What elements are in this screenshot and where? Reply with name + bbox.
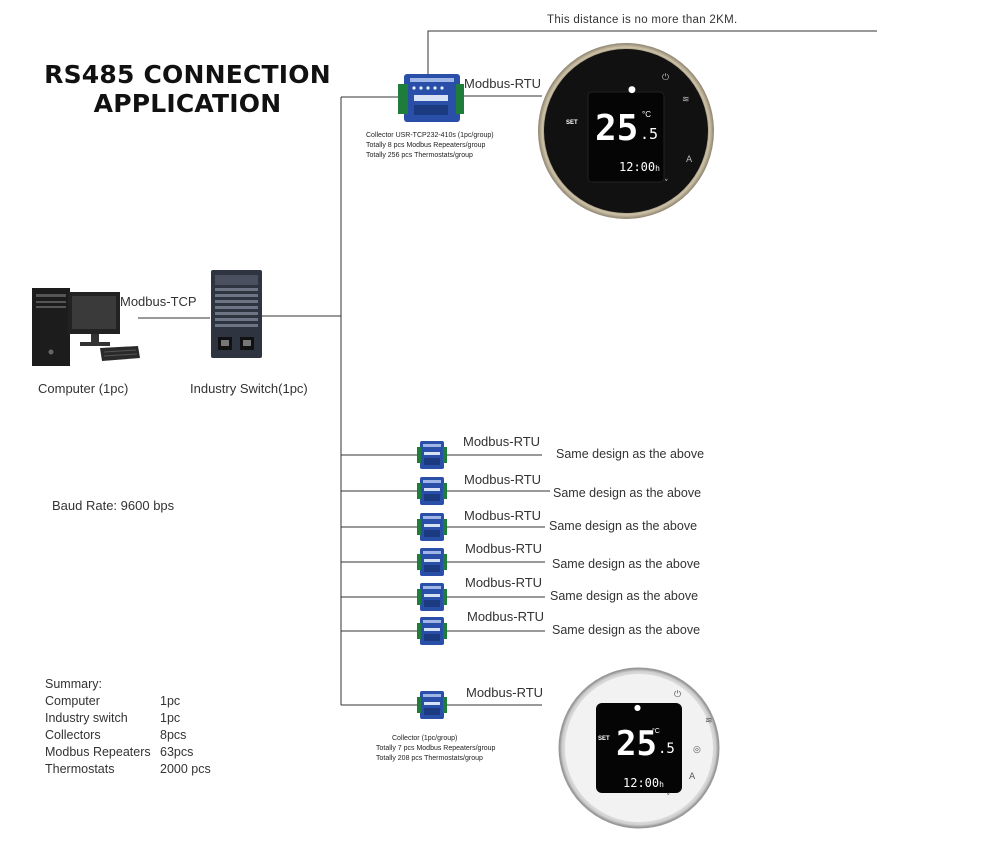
collector-bottom-caption-2: Totally 7 pcs Modbus Repeaters/group — [376, 745, 496, 752]
thermostat-bottom-time-value: 12:00 — [623, 776, 660, 790]
svg-text:●: ● — [628, 85, 636, 95]
svg-text:≋: ≋ — [682, 95, 690, 105]
same-design-r3: Same design as the above — [549, 519, 698, 533]
title-line-2: APPLICATION — [93, 89, 282, 118]
modbus-rtu-label-top: Modbus-RTU — [464, 76, 542, 91]
summary-item-qty: 1pc — [160, 711, 181, 725]
same-design-r4: Same design as the above — [552, 557, 701, 571]
modbus-rtu-label-r1: Modbus-RTU — [463, 434, 541, 449]
same-design-r6: Same design as the above — [552, 623, 701, 637]
collector-bottom-caption-1: Collector (1pc/group) — [392, 735, 458, 742]
summary-item-name: Modbus Repeaters — [45, 745, 151, 759]
summary-row: Industry switch 1pc — [45, 710, 211, 727]
baud-rate: Baud Rate: 9600 bps — [52, 498, 175, 513]
collector-top-caption-3: Totally 256 pcs Thermostats/group — [366, 152, 473, 159]
thermostat-bottom-unit: °C — [652, 728, 660, 735]
collector-bottom-icon — [417, 691, 447, 719]
collector-top-caption-1: Collector USR-TCP232-410s (1pc/group) — [366, 132, 494, 139]
thermostat-bottom-time: 12:00h — [623, 776, 664, 790]
summary-item-name: Industry switch — [45, 711, 128, 725]
svg-text:⏻: ⏻ — [674, 689, 681, 700]
collector-bottom-caption: Collector (1pc/group) Totally 7 pcs Modb… — [376, 734, 495, 764]
thermostat-bottom-set: SET — [598, 736, 610, 742]
thermostat-bottom-time-suffix: h — [659, 780, 664, 789]
modbus-repeater-icon — [417, 513, 447, 541]
thermostat-top-temp: 25 — [595, 108, 639, 149]
modbus-rtu-label-r5: Modbus-RTU — [465, 575, 543, 590]
summary-row: Computer 1pc — [45, 693, 211, 710]
svg-text:A: A — [686, 155, 693, 165]
modbus-repeater-icon — [417, 548, 447, 576]
svg-text:≋: ≋ — [705, 716, 713, 726]
modbus-repeater-icon — [417, 617, 447, 645]
collector-bottom-caption-3: Totally 208 pcs Thermostats/group — [376, 755, 483, 762]
collector-top-caption: Collector USR-TCP232-410s (1pc/group) To… — [366, 131, 494, 161]
diagram-title: RS485 CONNECTION APPLICATION — [30, 60, 345, 118]
summary-row: Thermostats 2000 pcs — [45, 761, 211, 778]
svg-text:●: ● — [634, 703, 641, 712]
thermostat-bottom-temp-dec: .5 — [658, 741, 675, 757]
modbus-rtu-label-r3: Modbus-RTU — [464, 508, 542, 523]
title-line-1: RS485 CONNECTION — [44, 60, 331, 89]
same-design-r5: Same design as the above — [550, 589, 699, 603]
thermostat-top-time-suffix: h — [655, 164, 660, 173]
thermostat-top-unit: °C — [642, 110, 651, 119]
modbus-repeater-icon — [417, 477, 447, 505]
power-icon-top: ⏻ — [662, 72, 669, 83]
summary-heading: Summary: — [45, 677, 102, 691]
distance-note: This distance is no more than 2KM. — [547, 14, 738, 26]
summary-row: Modbus Repeaters 63pcs — [45, 744, 211, 761]
thermostat-bottom-temp: 25 — [616, 724, 657, 764]
svg-text:˅: ˅ — [664, 179, 669, 189]
distance-line — [427, 30, 877, 95]
summary-item-qty: 1pc — [160, 694, 181, 708]
summary-item-qty: 2000 pcs — [160, 762, 211, 776]
summary-item-qty: 63pcs — [160, 745, 194, 759]
thermostat-top-time-value: 12:00 — [619, 160, 656, 174]
summary-item-qty: 8pcs — [160, 728, 187, 742]
collector-top-caption-2: Totally 8 pcs Modbus Repeaters/group — [366, 142, 486, 149]
modbus-repeater-icon — [417, 441, 447, 469]
modbus-tcp-label: Modbus-TCP — [120, 294, 197, 309]
summary-row: Collectors 8pcs — [45, 727, 211, 744]
summary-item-name: Thermostats — [45, 762, 115, 776]
thermostat-top-time: 12:00h — [619, 160, 660, 174]
same-design-r2: Same design as the above — [553, 486, 702, 500]
svg-text:A: A — [689, 772, 696, 782]
summary-item-name: Computer — [45, 694, 100, 708]
summary-item-name: Collectors — [45, 728, 101, 742]
modbus-rtu-label-r2: Modbus-RTU — [464, 472, 542, 487]
thermostat-top-set: SET — [566, 120, 578, 126]
svg-text:˅: ˅ — [666, 793, 671, 803]
same-design-r1: Same design as the above — [556, 447, 705, 461]
switch-label: Industry Switch(1pc) — [190, 381, 308, 396]
modbus-rtu-label-bottom: Modbus-RTU — [466, 685, 544, 700]
svg-text:◎: ◎ — [693, 745, 701, 755]
thermostat-top-temp-dec: .5 — [640, 125, 659, 143]
computer-label: Computer (1pc) — [38, 381, 129, 396]
modbus-rtu-label-r4: Modbus-RTU — [465, 541, 543, 556]
modbus-repeater-icon — [417, 583, 447, 611]
modbus-rtu-label-r6: Modbus-RTU — [467, 609, 545, 624]
